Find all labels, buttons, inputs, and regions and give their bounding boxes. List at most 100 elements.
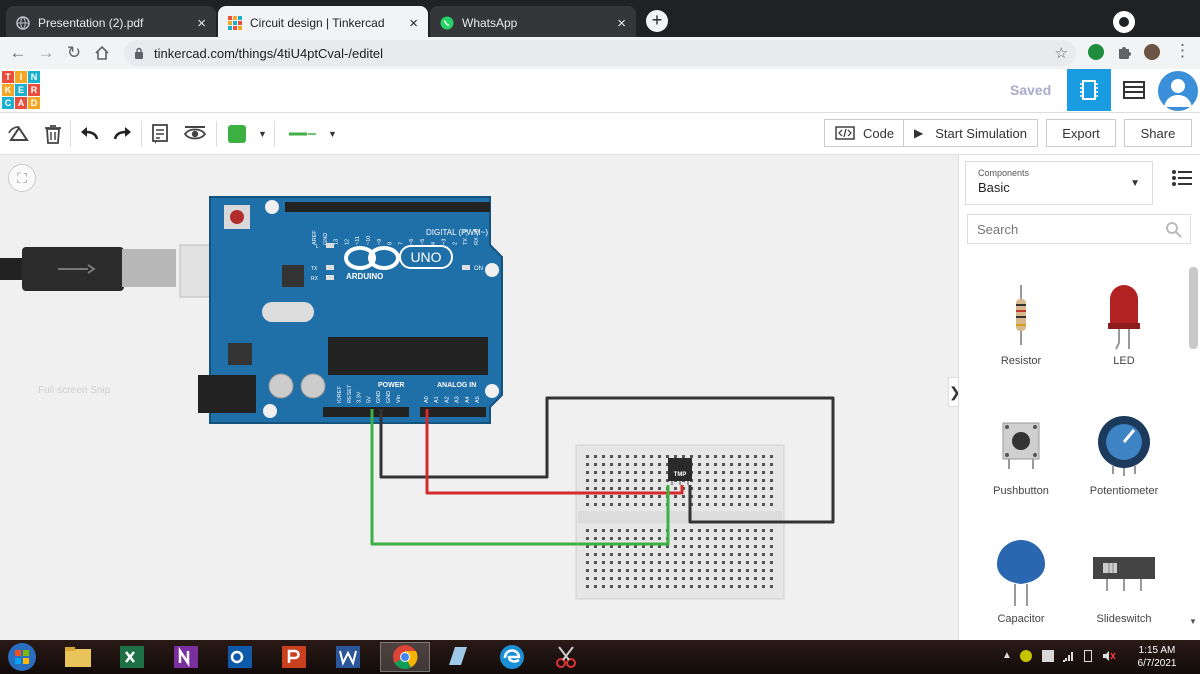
breadboard-hole[interactable] <box>650 495 653 498</box>
breadboard-hole[interactable] <box>626 585 629 588</box>
breadboard-hole[interactable] <box>602 463 605 466</box>
breadboard-hole[interactable] <box>594 553 597 556</box>
breadboard-hole[interactable] <box>682 561 685 564</box>
notes-icon[interactable] <box>147 121 173 147</box>
breadboard-hole[interactable] <box>658 585 661 588</box>
breadboard-hole[interactable] <box>730 585 733 588</box>
breadboard-hole[interactable] <box>594 577 597 580</box>
breadboard-hole[interactable] <box>650 479 653 482</box>
breadboard-hole[interactable] <box>602 537 605 540</box>
breadboard-hole[interactable] <box>658 463 661 466</box>
breadboard-hole[interactable] <box>634 585 637 588</box>
breadboard-hole[interactable] <box>658 471 661 474</box>
breadboard-hole[interactable] <box>602 479 605 482</box>
breadboard-hole[interactable] <box>642 529 645 532</box>
breadboard-hole[interactable] <box>762 487 765 490</box>
tinkercad-logo[interactable]: T I N K E R C A D <box>2 71 40 109</box>
breadboard-hole[interactable] <box>698 545 701 548</box>
breadboard-hole[interactable] <box>610 553 613 556</box>
breadboard-hole[interactable] <box>610 479 613 482</box>
breadboard-hole[interactable] <box>698 455 701 458</box>
breadboard-hole[interactable] <box>706 495 709 498</box>
breadboard-hole[interactable] <box>650 487 653 490</box>
panel-scrollbar[interactable] <box>1189 267 1198 349</box>
breadboard-hole[interactable] <box>706 561 709 564</box>
breadboard-hole[interactable] <box>674 455 677 458</box>
search-icon[interactable] <box>1165 221 1183 239</box>
component-slideswitch[interactable]: Slideswitch <box>1074 535 1174 625</box>
breadboard-hole[interactable] <box>634 537 637 540</box>
breadboard-hole[interactable] <box>626 471 629 474</box>
breadboard-hole[interactable] <box>714 537 717 540</box>
breadboard-hole[interactable] <box>682 495 685 498</box>
reload-icon[interactable]: ↻ <box>66 43 82 62</box>
breadboard-hole[interactable] <box>618 463 621 466</box>
breadboard-hole[interactable] <box>602 529 605 532</box>
breadboard-hole[interactable] <box>634 455 637 458</box>
breadboard-hole[interactable] <box>674 529 677 532</box>
breadboard-hole[interactable] <box>642 553 645 556</box>
breadboard-hole[interactable] <box>666 553 669 556</box>
breadboard-hole[interactable] <box>626 537 629 540</box>
breadboard-hole[interactable] <box>658 569 661 572</box>
breadboard-hole[interactable] <box>754 569 757 572</box>
breadboard-hole[interactable] <box>610 455 613 458</box>
breadboard-hole[interactable] <box>682 529 685 532</box>
breadboard-hole[interactable] <box>738 569 741 572</box>
breadboard-hole[interactable] <box>618 561 621 564</box>
breadboard-hole[interactable] <box>618 529 621 532</box>
breadboard-hole[interactable] <box>746 487 749 490</box>
breadboard-hole[interactable] <box>698 561 701 564</box>
breadboard-hole[interactable] <box>698 537 701 540</box>
breadboard-hole[interactable] <box>722 479 725 482</box>
taskbar-excel[interactable] <box>112 642 152 672</box>
breadboard-hole[interactable] <box>642 569 645 572</box>
breadboard-hole[interactable] <box>714 585 717 588</box>
breadboard-hole[interactable] <box>738 529 741 532</box>
breadboard-hole[interactable] <box>706 537 709 540</box>
system-clock[interactable]: 1:15 AM 6/7/2021 <box>1122 644 1192 670</box>
breadboard-hole[interactable] <box>602 487 605 490</box>
breadboard-hole[interactable] <box>762 585 765 588</box>
breadboard-hole[interactable] <box>746 495 749 498</box>
breadboard-hole[interactable] <box>730 487 733 490</box>
breadboard-hole[interactable] <box>730 463 733 466</box>
breadboard-hole[interactable] <box>658 495 661 498</box>
breadboard-hole[interactable] <box>690 569 693 572</box>
breadboard-hole[interactable] <box>586 545 589 548</box>
user-avatar[interactable] <box>1158 71 1198 111</box>
share-button[interactable]: Share <box>1124 119 1192 147</box>
breadboard-hole[interactable] <box>658 479 661 482</box>
breadboard-hole[interactable] <box>626 479 629 482</box>
breadboard-hole[interactable] <box>706 503 709 506</box>
breadboard-hole[interactable] <box>634 503 637 506</box>
breadboard-hole[interactable] <box>770 463 773 466</box>
breadboard-hole[interactable] <box>618 585 621 588</box>
breadboard-hole[interactable] <box>754 487 757 490</box>
breadboard-hole[interactable] <box>714 561 717 564</box>
breadboard-hole[interactable] <box>642 455 645 458</box>
breadboard-hole[interactable] <box>682 577 685 580</box>
breadboard-hole[interactable] <box>586 561 589 564</box>
breadboard-hole[interactable] <box>634 471 637 474</box>
breadboard-hole[interactable] <box>698 529 701 532</box>
breadboard-hole[interactable] <box>722 545 725 548</box>
taskbar-chrome[interactable] <box>380 642 430 672</box>
breadboard-hole[interactable] <box>618 553 621 556</box>
breadboard-hole[interactable] <box>746 455 749 458</box>
breadboard-hole[interactable] <box>722 455 725 458</box>
taskbar-onenote[interactable] <box>166 642 206 672</box>
breadboard-hole[interactable] <box>770 455 773 458</box>
breadboard-hole[interactable] <box>642 487 645 490</box>
breadboard-hole[interactable] <box>746 479 749 482</box>
breadboard-hole[interactable] <box>754 561 757 564</box>
extensions-puzzle-icon[interactable] <box>1116 44 1132 60</box>
component-list-view-button[interactable] <box>1112 69 1156 111</box>
breadboard-hole[interactable] <box>674 561 677 564</box>
breadboard-hole[interactable] <box>674 585 677 588</box>
breadboard-hole[interactable] <box>602 569 605 572</box>
breadboard-hole[interactable] <box>706 553 709 556</box>
breadboard-hole[interactable] <box>770 537 773 540</box>
breadboard-hole[interactable] <box>762 561 765 564</box>
breadboard-hole[interactable] <box>626 545 629 548</box>
